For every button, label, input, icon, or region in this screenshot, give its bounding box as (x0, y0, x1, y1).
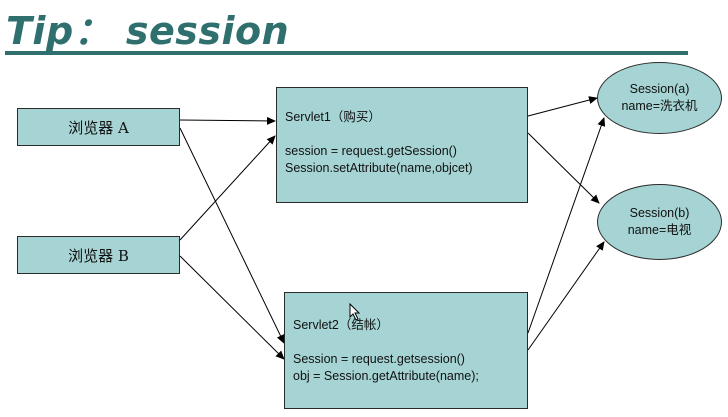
mouse-pointer-icon (349, 303, 361, 321)
edge-servlet1-to-session-b (527, 132, 600, 204)
session-b-id: Session(b) (629, 206, 690, 220)
node-session-a: Session(a) name=洗衣机 (597, 62, 722, 134)
edge-servlet2-to-session-a (527, 117, 606, 334)
session-b-name: name=电视 (627, 223, 692, 237)
servlet2-code-line: obj = Session.getAttribute(name); (293, 369, 479, 383)
edge-servlet1-to-session-a (527, 96, 598, 117)
node-browser-b: 浏览器 B (17, 236, 180, 274)
node-browser-a: 浏览器 A (17, 108, 180, 146)
node-session-b: Session(b) name=电视 (597, 184, 722, 260)
session-a-name: name=洗衣机 (621, 99, 698, 113)
browser-a-label: 浏览器 A (68, 118, 129, 137)
edge-servlet2-to-session-b (527, 241, 605, 351)
node-servlet2: Servlet2（结帐） Session = request.getsessio… (284, 292, 528, 409)
servlet2-code-line: Session = request.getsession() (293, 352, 465, 366)
servlet1-code-line: session = request.getSession() (285, 144, 457, 158)
browser-b-label: 浏览器 B (68, 246, 129, 265)
node-servlet1: Servlet1（购买） session = request.getSessio… (276, 87, 528, 203)
servlet2-title: Servlet2（结帐） (293, 318, 389, 332)
title-underline (5, 51, 688, 55)
edge-browser-b-to-servlet1 (179, 135, 276, 241)
edge-browser-a-to-servlet2 (179, 127, 285, 344)
edge-browser-a-to-servlet1 (179, 116, 276, 125)
edge-browser-b-to-servlet2 (179, 255, 285, 360)
session-a-id: Session(a) (629, 82, 690, 96)
page-title: Tip： session (6, 9, 290, 53)
servlet1-code-line: Session.setAttribute(name,objcet) (285, 161, 473, 175)
servlet1-title: Servlet1（购买） (285, 110, 381, 124)
